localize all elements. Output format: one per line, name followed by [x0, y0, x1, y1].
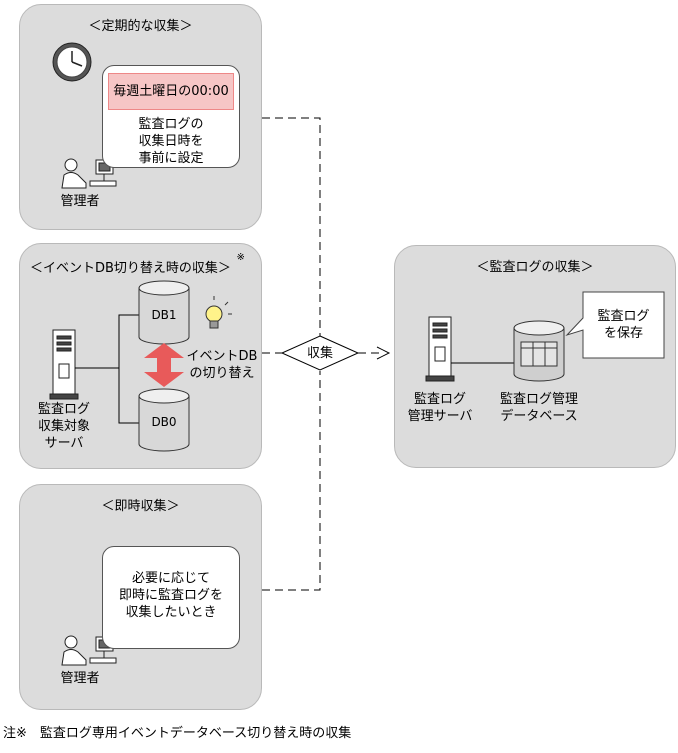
- connector-immediate: [262, 371, 321, 591]
- db0-cylinder: [138, 388, 190, 452]
- arrowhead-to-audit: [376, 346, 391, 360]
- server-db0-line: [118, 368, 139, 424]
- immediate-title: ＜即時収集＞: [101, 499, 180, 514]
- mgmt-db-label-1: 監査ログ管理: [499, 392, 578, 407]
- periodic-title: ＜定期的な収集＞: [88, 19, 193, 34]
- lightbulb-icon: [205, 296, 232, 329]
- server-db-line: [75, 314, 139, 369]
- immediate-note: [102, 546, 240, 649]
- immediate-desc-1: 必要に応じて: [131, 571, 210, 586]
- target-server-label-2: 収集対象: [37, 419, 90, 434]
- save-label-2: を保存: [603, 326, 643, 341]
- db1-label: DB1: [151, 308, 177, 322]
- server-icon-management: [425, 316, 455, 382]
- switch-label-1: イベントDB: [186, 349, 258, 364]
- db0-label: DB0: [151, 415, 177, 429]
- immediate-admin-label: 管理者: [60, 671, 100, 686]
- mgmt-server-label-1: 監査ログ: [413, 392, 466, 407]
- audit-title: ＜監査ログの収集＞: [476, 260, 594, 275]
- server-icon-target: [49, 329, 79, 400]
- footnote: 注※ 監査ログ専用イベントデータベース切り替え時の収集: [3, 726, 352, 741]
- periodic-desc-3: 事前に設定: [138, 151, 204, 166]
- collect-diamond: [280, 335, 360, 371]
- periodic-desc-2: 収集日時を: [138, 134, 204, 149]
- clock-icon: [52, 42, 92, 82]
- dashed-connectors: [262, 117, 384, 591]
- immediate-desc-3: 収集したいとき: [125, 605, 217, 620]
- mgmt-db-label-2: データベース: [500, 409, 578, 424]
- periodic-desc-1: 監査ログの: [138, 117, 204, 132]
- connector-periodic: [262, 117, 321, 336]
- save-callout: [565, 291, 665, 359]
- target-server-label-1: 監査ログ: [37, 402, 90, 417]
- immediate-desc-2: 即時に監査ログを: [118, 588, 223, 603]
- schedule-box: 毎週土曜日の00:00: [108, 73, 234, 110]
- eventdb-footnote-mark: ※: [236, 252, 245, 263]
- collect-label: 収集: [306, 346, 333, 361]
- management-db-cylinder: [513, 320, 565, 382]
- switch-arrow: [144, 343, 184, 387]
- mgmt-server-label-2: 管理サーバ: [407, 409, 473, 424]
- save-label-1: 監査ログ: [597, 309, 650, 324]
- periodic-admin-label: 管理者: [60, 194, 100, 209]
- db1-cylinder: [138, 280, 190, 345]
- eventdb-title: ＜イベントDB切り替え時の収集＞ ※: [30, 252, 245, 276]
- target-server-label-3: サーバ: [44, 436, 84, 451]
- switch-label-2: の切り替え: [189, 366, 255, 381]
- eventdb-title-text: ＜イベントDB切り替え時の収集＞: [30, 261, 231, 276]
